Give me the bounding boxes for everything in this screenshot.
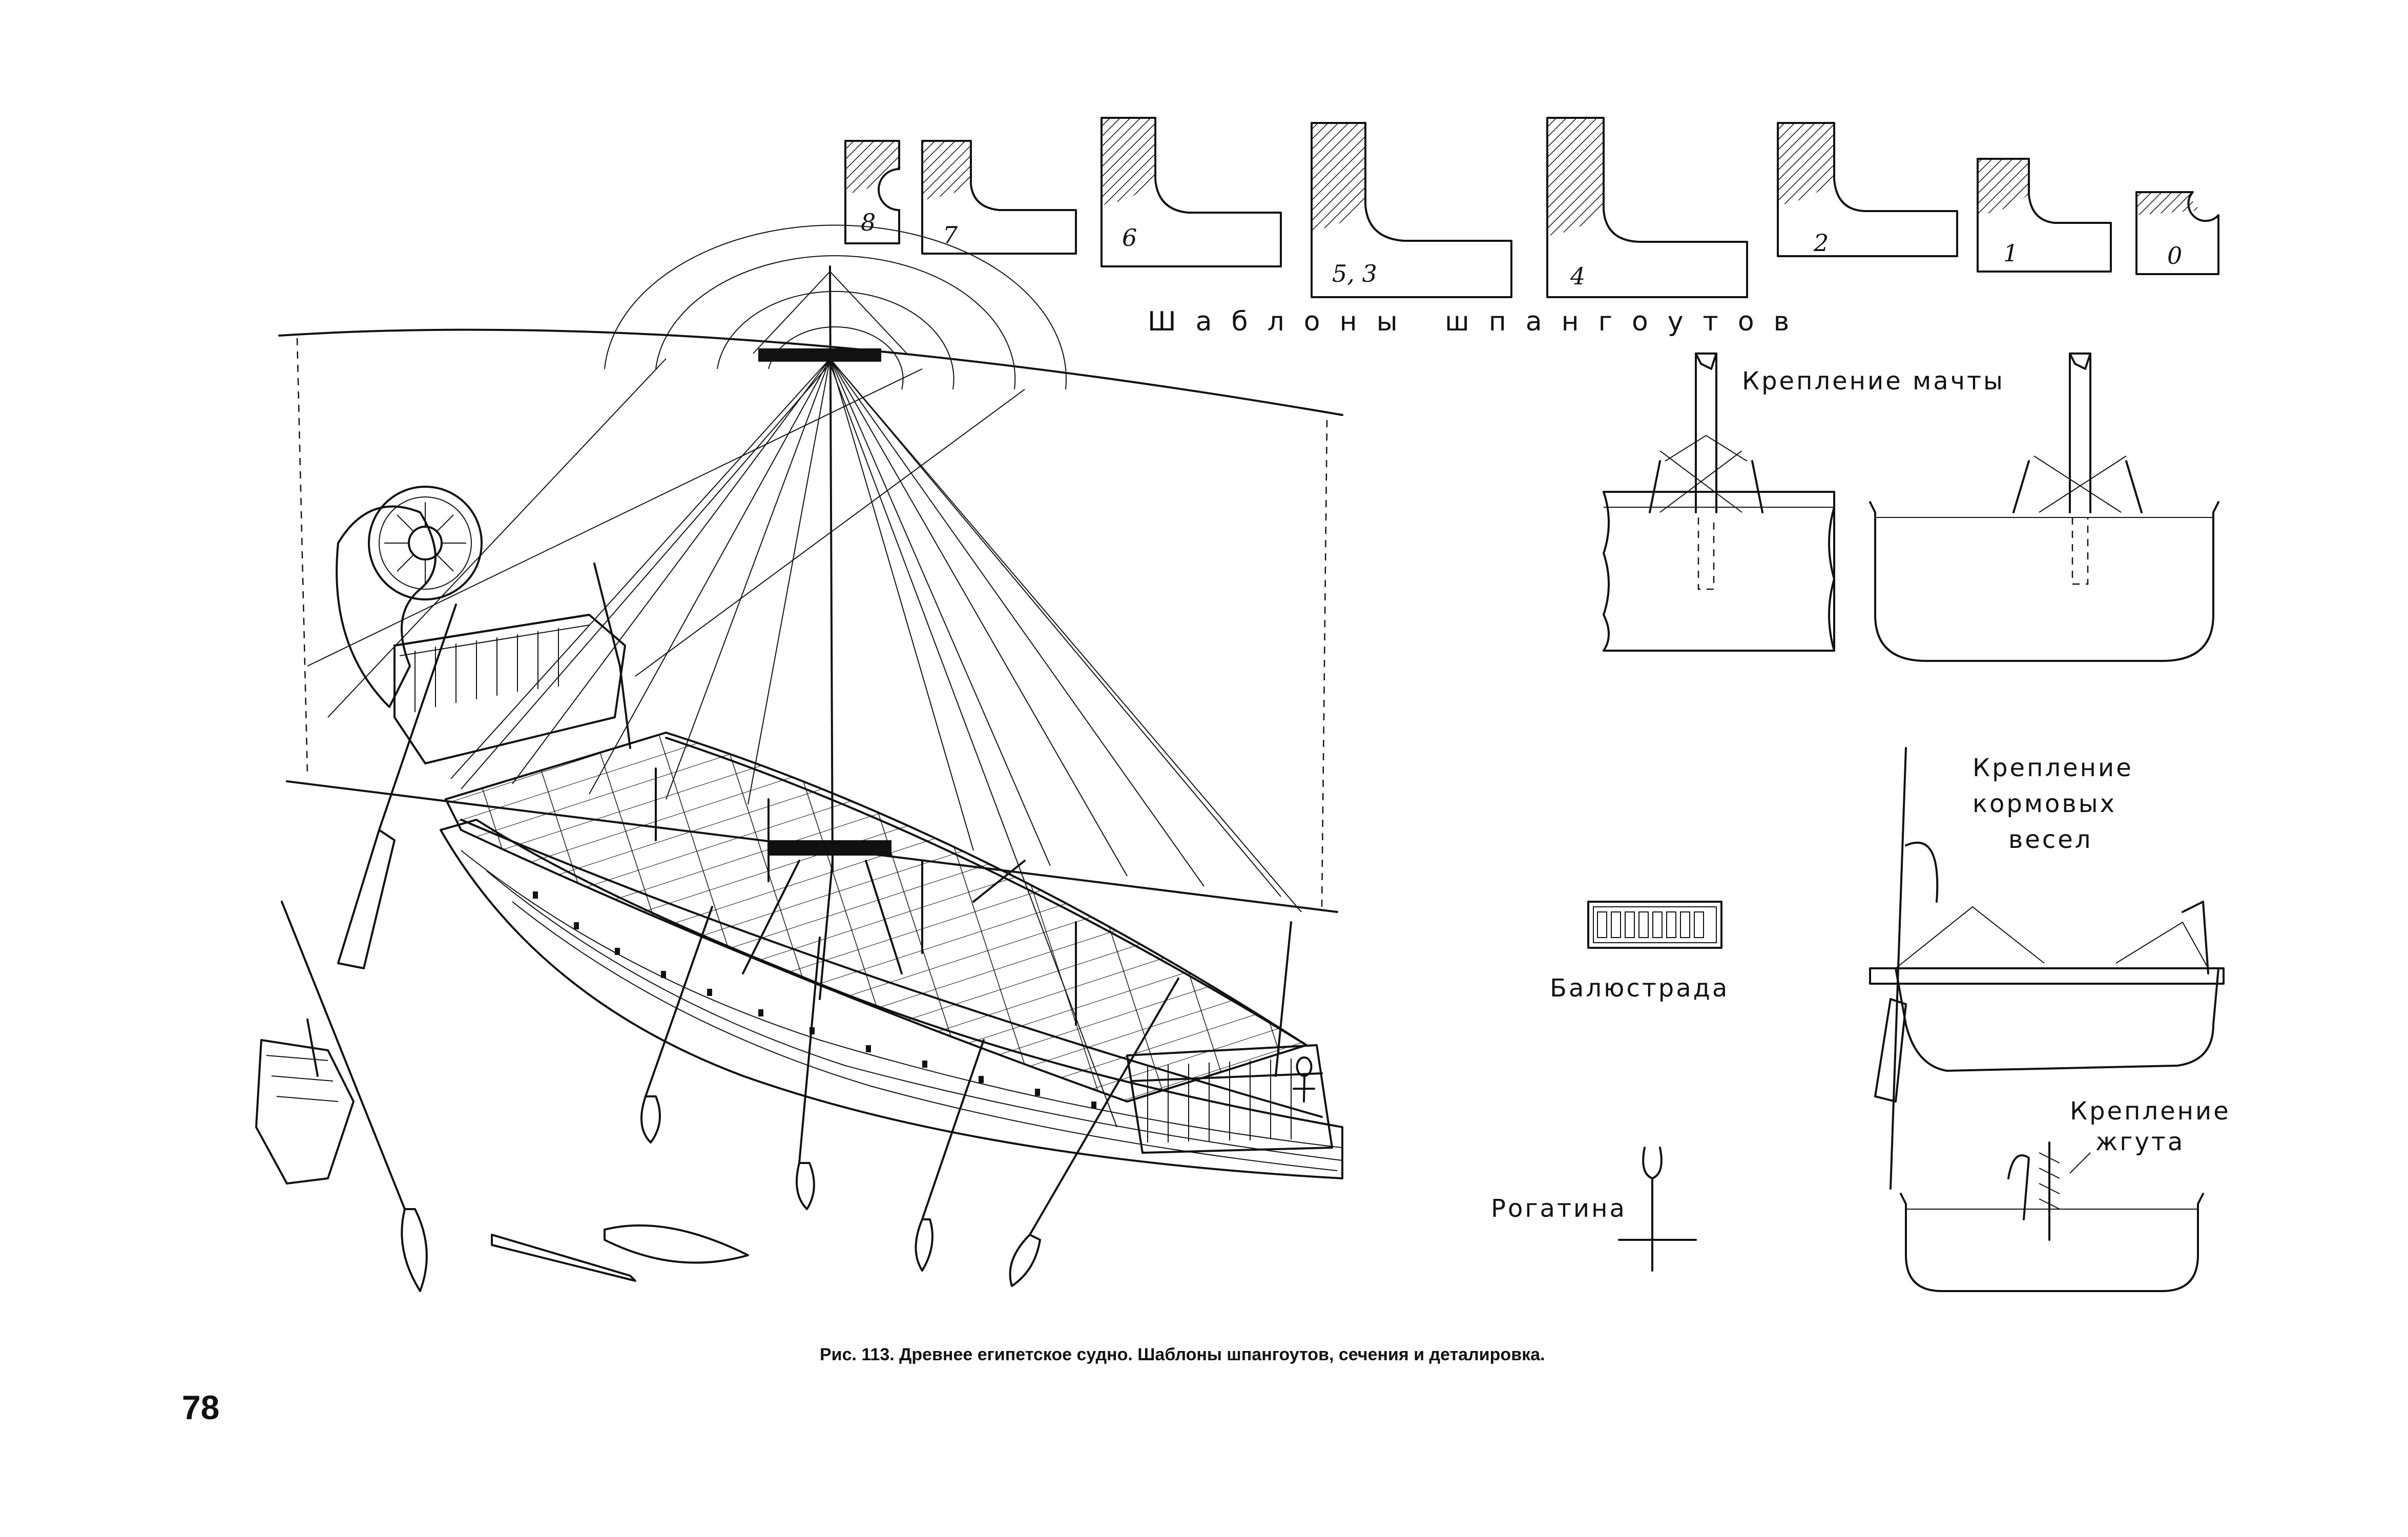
- sail-outline: [296, 338, 308, 774]
- fork-detail: Рогатина: [1491, 1147, 1697, 1272]
- frame-templates-heading: Шаблоны шпангоутов: [1148, 306, 1809, 337]
- frame-number-0: 0: [2167, 242, 2182, 269]
- frame-template-6: 6: [1101, 117, 1282, 267]
- frame-template-1: 1: [1977, 158, 2112, 273]
- rigging: [307, 271, 1302, 1128]
- frame-template-2: 2: [1777, 122, 1958, 257]
- loose-oar-blades: [491, 1224, 749, 1282]
- tourniquet-label-1: Крепление: [2070, 1097, 2231, 1126]
- rudder-mount-label-1: Крепление: [1973, 754, 2133, 782]
- mast-mount-label: Крепление мачты: [1742, 367, 2005, 396]
- side-oars: [640, 906, 1292, 1287]
- oar-detail: [255, 901, 428, 1292]
- frame-number-7: 7: [943, 221, 958, 249]
- mast-mount-detail: Крепление мачты: [1603, 352, 2219, 662]
- ship-illustration: [278, 224, 1343, 1287]
- steering-oars: [337, 563, 631, 969]
- mast: [829, 265, 834, 872]
- rudder-mount-label-2: кормовых: [1973, 790, 2116, 818]
- tourniquet-mount-detail: Крепление жгута: [1900, 1097, 2231, 1292]
- stern-ornament: [336, 486, 483, 708]
- balustrade-detail: Балюстрада: [1550, 901, 1729, 1003]
- frame-number-8: 8: [861, 209, 876, 236]
- frame-template-8: 8: [844, 140, 900, 244]
- ship-deck: [444, 731, 1309, 1103]
- rudder-mount-detail: Крепление кормовых весел: [1869, 747, 2225, 1190]
- deck-stanchions: [655, 767, 1077, 1026]
- frame-template-7: 7: [921, 140, 1077, 255]
- rudder-mount-label-3: весел: [2008, 825, 2092, 854]
- frame-number-2: 2: [1813, 229, 1829, 257]
- figure-caption: Рис. 113. Древнее египетское судно. Шабл…: [820, 1345, 1545, 1364]
- frame-number-5-3: 5, 3: [1332, 260, 1377, 287]
- fork-label: Рогатина: [1491, 1194, 1627, 1223]
- frame-number-1: 1: [2003, 239, 2018, 267]
- upper-yard: [278, 328, 1343, 416]
- bow-balustrade: [1126, 1044, 1333, 1154]
- stern-cabin: [393, 614, 626, 764]
- mast-collar: [758, 348, 881, 362]
- frame-template-5-3: 5, 3: [1311, 122, 1512, 298]
- page-number: 78: [182, 1388, 219, 1426]
- frame-templates: 8 7 6 5, 3 4 2: [844, 117, 2219, 337]
- frame-number-6: 6: [1122, 224, 1137, 252]
- frame-template-4: 4: [1546, 117, 1748, 298]
- frame-number-4: 4: [1570, 262, 1585, 290]
- tourniquet-label-2: жгута: [2095, 1128, 2185, 1156]
- balustrade-label: Балюстрада: [1550, 974, 1729, 1003]
- frame-template-0: 0: [2135, 191, 2219, 275]
